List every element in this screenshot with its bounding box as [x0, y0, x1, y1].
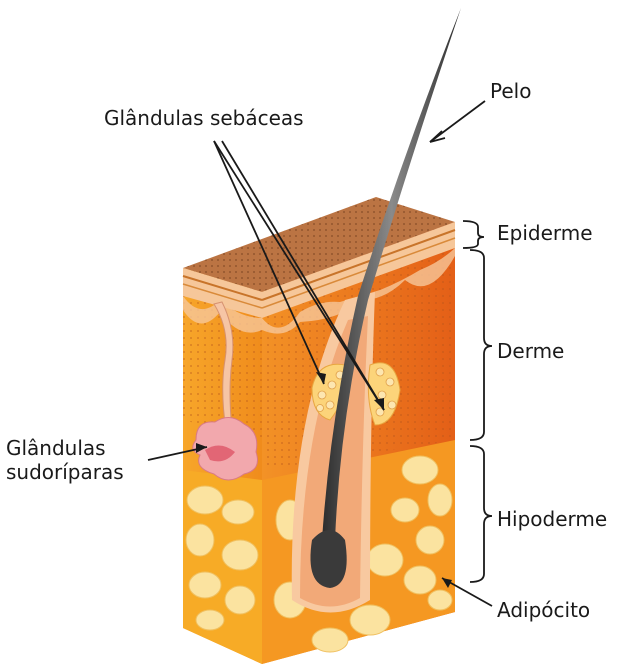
label-pelo: Pelo	[490, 79, 531, 103]
label-hipoderme: Hipoderme	[497, 507, 607, 531]
brace-hipoderme	[470, 446, 492, 582]
pointer-pelo	[430, 101, 485, 142]
label-epiderme: Epiderme	[497, 221, 593, 245]
label-sudoriparas-line2: sudoríparas	[6, 460, 124, 484]
label-derme: Derme	[497, 339, 564, 363]
label-glandulas-sudoriparas: Glândulas sudoríparas	[6, 436, 124, 484]
hair-bulb	[310, 530, 346, 588]
label-sudoriparas-line1: Glândulas	[6, 436, 124, 460]
brace-epiderme	[463, 221, 484, 248]
label-adipocito: Adipócito	[497, 598, 590, 622]
label-glandulas-sebaceas: Glândulas sebáceas	[104, 106, 304, 130]
brace-derme	[470, 250, 492, 440]
